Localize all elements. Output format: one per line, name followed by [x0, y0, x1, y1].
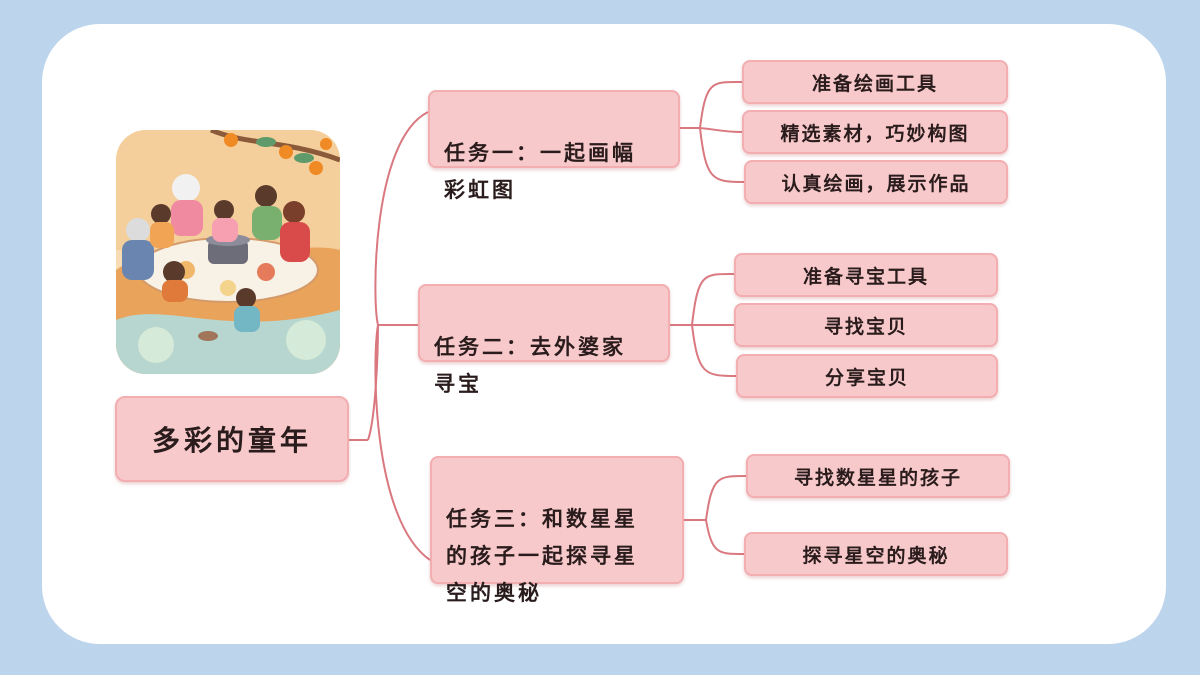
connector-task-3 [374, 324, 431, 561]
leaf-3-1: 寻找数星星的孩子 [746, 454, 1010, 498]
connector-t3-b [705, 519, 745, 555]
connector-t1-b [699, 127, 743, 133]
connector-t2-a [691, 272, 735, 326]
leaf-2-2: 寻找宝贝 [734, 303, 998, 347]
task-node-2: 任务二：去外婆家 寻宝 [418, 284, 670, 396]
leaf-2-1-label: 准备寻宝工具 [802, 265, 929, 288]
family-dinner-illustration [116, 130, 340, 374]
connector-t1-a [699, 80, 743, 129]
leaf-3-2-label: 探寻星空的奥秘 [802, 544, 950, 567]
connector-root-spine [367, 324, 379, 441]
leaf-1-1-label: 准备绘画工具 [811, 72, 938, 95]
leaf-3-1-label: 寻找数星星的孩子 [793, 466, 962, 489]
connector-t3-a [705, 475, 747, 521]
root-node: 多彩的童年 [115, 396, 349, 482]
task-2-label: 任务二：去外婆家 寻宝 [434, 335, 626, 396]
leaf-3-2: 探寻星空的奥秘 [744, 532, 1008, 576]
leaf-1-3-label: 认真绘画，展示作品 [781, 172, 971, 195]
root-label: 多彩的童年 [151, 424, 312, 457]
connector-task-1 [374, 111, 429, 326]
task-3-label: 任务三：和数星星 的孩子一起探寻星 空的奥秘 [446, 507, 638, 605]
leaf-2-2-label: 寻找宝贝 [823, 315, 908, 338]
leaf-1-1: 准备绘画工具 [742, 60, 1008, 104]
task-node-1: 任务一：一起画幅 彩虹图 [428, 90, 680, 202]
leaf-2-3-label: 分享宝贝 [824, 366, 909, 389]
leaf-2-3: 分享宝贝 [736, 354, 998, 398]
connector-t1-c [699, 127, 745, 183]
leaf-1-2-label: 精选素材，巧妙构图 [780, 122, 970, 145]
task-node-3: 任务三：和数星星 的孩子一起探寻星 空的奥秘 [430, 456, 684, 605]
leaf-2-1: 准备寻宝工具 [734, 253, 998, 297]
connector-t2-c [691, 324, 737, 377]
task-1-label: 任务一：一起画幅 彩虹图 [444, 141, 636, 202]
leaf-1-3: 认真绘画，展示作品 [744, 160, 1008, 204]
leaf-1-2: 精选素材，巧妙构图 [742, 110, 1008, 154]
